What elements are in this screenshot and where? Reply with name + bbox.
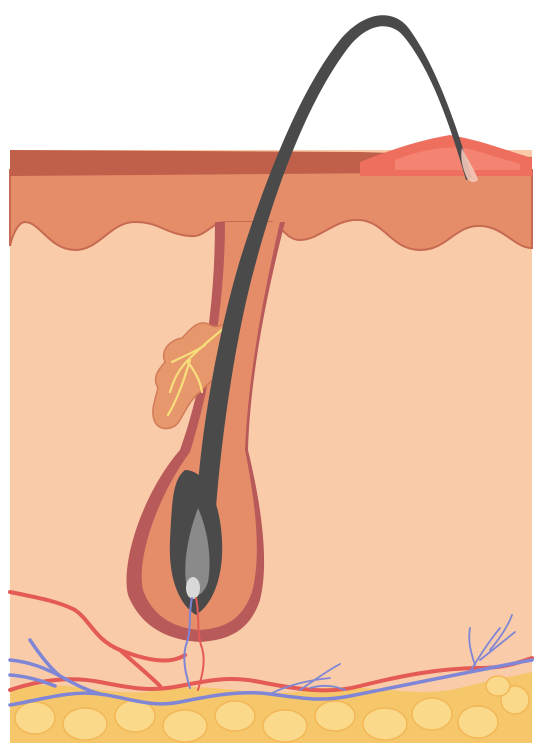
dermal-papilla: [186, 577, 200, 599]
fat-cell: [15, 702, 55, 734]
fat-cell: [215, 701, 255, 731]
fat-cell: [486, 676, 510, 696]
fat-cell: [63, 708, 107, 740]
fat-cell: [412, 698, 452, 730]
fat-cell: [458, 706, 498, 738]
fat-cell: [363, 708, 407, 740]
fat-cell: [315, 701, 355, 731]
fat-cell: [263, 710, 307, 742]
fat-cell: [163, 710, 207, 742]
